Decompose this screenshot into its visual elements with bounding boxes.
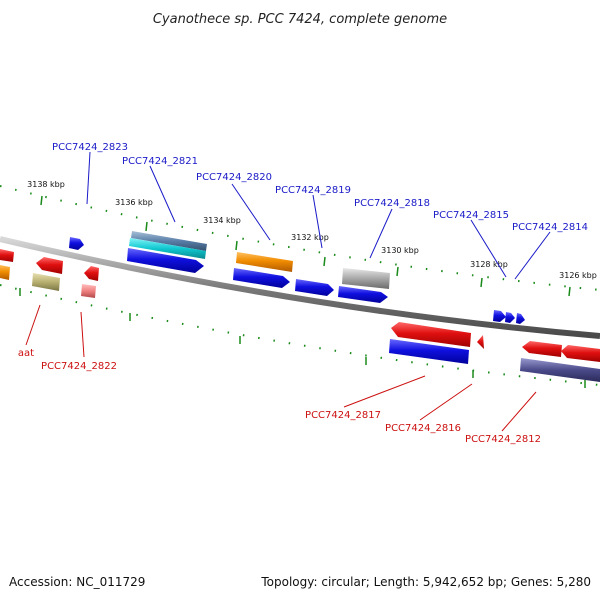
- gene-2817[interactable]: [389, 339, 469, 364]
- leader-2821: [149, 165, 176, 223]
- outer-tick-ring: [0, 185, 600, 297]
- leader-2823: [86, 151, 91, 205]
- gene-label[interactable]: PCC7424_2817: [305, 410, 381, 421]
- gene-2823[interactable]: [69, 237, 84, 250]
- major-tick: [323, 256, 326, 267]
- gene-2812-red-b[interactable]: [561, 345, 600, 362]
- kbp-label: 3134 kbp: [203, 216, 241, 225]
- genome-title: Cyanothece sp. PCC 7424, complete genome: [153, 12, 447, 27]
- gene-2812-red[interactable]: [522, 341, 562, 357]
- major-tick: [568, 286, 571, 297]
- gene-2819-region[interactable]: [233, 268, 290, 288]
- leader-2818: [369, 208, 393, 259]
- leader-aat: [25, 304, 41, 346]
- gene-2821-blue[interactable]: [127, 248, 204, 273]
- reverse-genes: [32, 257, 600, 382]
- gene-labels-bottom: aat PCC7424_2822 PCC7424_2817 PCC7424_28…: [18, 348, 541, 445]
- major-tick: [145, 221, 148, 232]
- gene-2819[interactable]: [295, 279, 334, 296]
- gene-2818-blue[interactable]: [338, 286, 388, 303]
- leader-2815: [470, 219, 507, 278]
- kbp-label: 3132 kbp: [291, 233, 329, 242]
- gene-label[interactable]: PCC7424_2822: [41, 361, 117, 372]
- kbp-label: 3126 kbp: [559, 271, 597, 280]
- gene-fragment-left-orange[interactable]: [0, 265, 10, 280]
- gene-2814[interactable]: [516, 313, 525, 324]
- leader-2816: [419, 383, 473, 421]
- gene-label[interactable]: aat: [18, 348, 34, 359]
- gene-label[interactable]: PCC7424_2821: [122, 156, 198, 167]
- leader-2812: [501, 391, 537, 432]
- gene-2822-red[interactable]: [84, 266, 99, 281]
- leader-2819: [312, 194, 323, 249]
- gene-label[interactable]: PCC7424_2818: [354, 198, 430, 209]
- inner-tick-ring: [0, 284, 600, 388]
- gene-labels-top: PCC7424_2823 PCC7424_2821 PCC7424_2820 P…: [52, 142, 588, 233]
- gene-2815b[interactable]: [505, 312, 515, 323]
- gene-aat-red[interactable]: [36, 257, 63, 274]
- gene-aat[interactable]: [32, 273, 60, 291]
- genome-backbone: [0, 236, 600, 339]
- gene-label[interactable]: PCC7424_2819: [275, 185, 351, 196]
- gene-label[interactable]: PCC7424_2820: [196, 172, 272, 183]
- kbp-label: 3136 kbp: [115, 198, 153, 207]
- gene-2816[interactable]: [477, 335, 484, 349]
- leader-2814: [514, 231, 551, 280]
- gene-label[interactable]: PCC7424_2815: [433, 210, 509, 221]
- gene-2821-steel[interactable]: [131, 231, 207, 251]
- leader-lines: [25, 151, 551, 432]
- gene-2822[interactable]: [81, 284, 96, 298]
- gene-2821[interactable]: [129, 238, 206, 259]
- leader-2822: [80, 311, 85, 358]
- gene-2815[interactable]: [493, 310, 506, 322]
- accession-text: Accession: NC_011729: [9, 575, 145, 589]
- leader-2817: [343, 375, 426, 408]
- kbp-markers: 3138 kbp 3136 kbp 3134 kbp 3132 kbp 3130…: [27, 180, 597, 280]
- kbp-label: 3130 kbp: [381, 246, 419, 255]
- major-tick: [40, 195, 43, 206]
- major-tick: [480, 277, 483, 288]
- kbp-label: 3128 kbp: [470, 260, 508, 269]
- gene-label[interactable]: PCC7424_2816: [385, 423, 461, 434]
- kbp-label: 3138 kbp: [27, 180, 65, 189]
- gene-2817-red[interactable]: [391, 322, 471, 347]
- gene-label[interactable]: PCC7424_2814: [512, 222, 588, 233]
- gene-2820[interactable]: [236, 252, 293, 272]
- forward-genes: [0, 231, 525, 324]
- leader-2820: [231, 183, 271, 241]
- gene-label[interactable]: PCC7424_2812: [465, 434, 541, 445]
- gene-2812[interactable]: [520, 358, 600, 382]
- major-tick: [235, 240, 238, 251]
- genome-summary-text: Topology: circular; Length: 5,942,652 bp…: [260, 575, 591, 589]
- gene-fragment-left-red[interactable]: [0, 249, 14, 262]
- gene-label[interactable]: PCC7424_2823: [52, 142, 128, 153]
- gene-2818[interactable]: [342, 268, 390, 289]
- major-tick: [396, 266, 399, 277]
